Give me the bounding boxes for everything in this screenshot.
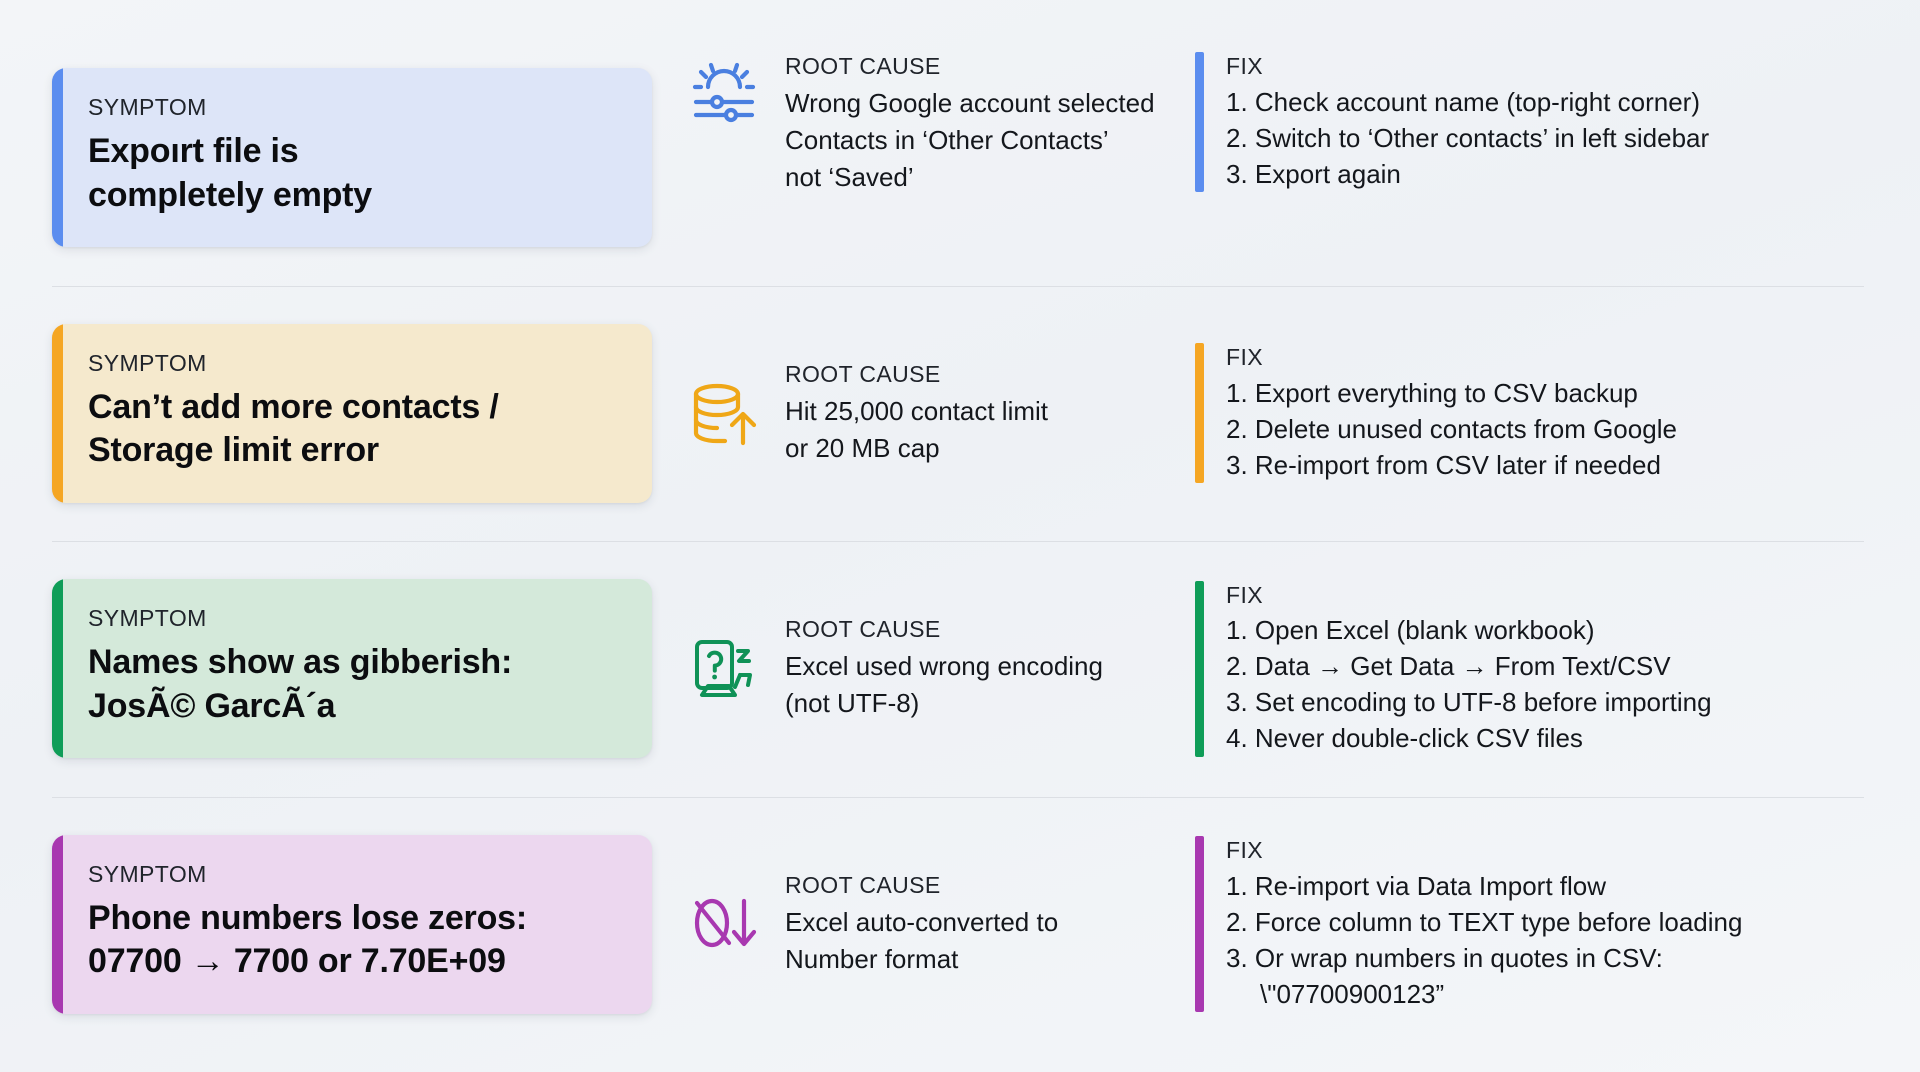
root-cause-line: not ‘Saved’ (785, 161, 914, 192)
symptom-column: SYMPTOM Phone numbers lose zeros: 07700 … (52, 797, 657, 1053)
symptom-card: SYMPTOM Phone numbers lose zeros: 07700 … (52, 834, 652, 1014)
symptom-card: SYMPTOM Expoırt file is completely empty (52, 68, 652, 248)
symptom-title-line: Expoırt file is (88, 132, 299, 171)
symptom-title-line: Can’t add more contacts / (88, 387, 499, 426)
root-cause-column: ROOT CAUSE Excel used wrong encoding (no… (657, 541, 1177, 797)
root-cause-line: (not UTF-8) (785, 688, 920, 719)
list-item: 3. Re-import from CSV later if needed (1226, 449, 1661, 480)
list-item: 1. Re-import via Data Import flow (1226, 870, 1607, 901)
symptom-label: SYMPTOM (88, 94, 207, 121)
symptom-title-line: completely empty (88, 175, 373, 214)
root-cause-line: Hit 25,000 contact limit (785, 395, 1049, 426)
root-cause-line: Number format (785, 943, 959, 974)
database-upload-icon (685, 374, 763, 452)
root-cause-text: ROOT CAUSE Hit 25,000 contact limit or 2… (785, 360, 1165, 467)
fix-label: FIX (1226, 837, 1263, 864)
symptom-title: Names show as gibberish: JosÃ© GarcÃ´a (88, 641, 622, 728)
fix-column: FIX 1. Open Excel (blank workbook) 2. Da… (1177, 541, 1874, 797)
symptom-label: SYMPTOM (88, 349, 207, 376)
root-cause-text: ROOT CAUSE Excel used wrong encoding (no… (785, 615, 1165, 722)
list-item: 3. Set encoding to UTF-8 before importin… (1226, 687, 1712, 718)
root-cause-body: Wrong Google account selected Contacts i… (785, 85, 1165, 196)
fix-list: 1. Check account name (top-right corner)… (1226, 85, 1874, 193)
fix-column: FIX 1. Check account name (top-right cor… (1177, 30, 1874, 286)
table-row: SYMPTOM Phone numbers lose zeros: 07700 … (52, 796, 1874, 1053)
list-item: 1. Open Excel (blank workbook) (1226, 615, 1595, 646)
fix-column: FIX 1. Export everything to CSV backup 2… (1177, 286, 1874, 542)
csv-quote-example: \"07700900123” (1260, 978, 1445, 1009)
root-cause-body: Excel used wrong encoding (not UTF-8) (785, 648, 1165, 722)
root-cause-text: ROOT CAUSE Excel auto-converted to Numbe… (785, 871, 1165, 978)
fix-label: FIX (1226, 581, 1263, 608)
fix-list: 1. Re-import via Data Import flow 2. For… (1226, 869, 1874, 1013)
root-cause-line: Excel auto-converted to (785, 906, 1059, 937)
fix-column: FIX 1. Re-import via Data Import flow 2.… (1177, 797, 1874, 1053)
unknown-glyph-icon (685, 630, 763, 708)
list-item: 2. Switch to ‘Other contacts’ in left si… (1226, 122, 1710, 153)
table-row: SYMPTOM Can’t add more contacts / Storag… (52, 285, 1874, 542)
root-cause-column: ROOT CAUSE Excel auto-converted to Numbe… (657, 797, 1177, 1053)
root-cause-body: Hit 25,000 contact limit or 20 MB cap (785, 393, 1165, 467)
symptom-column: SYMPTOM Can’t add more contacts / Storag… (52, 286, 657, 542)
list-item: 2. Delete unused contacts from Google (1226, 413, 1677, 444)
symptom-column: SYMPTOM Expoırt file is completely empty (52, 30, 657, 286)
card-accent-bar (52, 323, 63, 503)
root-cause-column: ROOT CAUSE Hit 25,000 contact limit or 2… (657, 286, 1177, 542)
root-cause-line: Contacts in ‘Other Contacts’ (785, 124, 1109, 155)
symptom-title-line: Names show as gibberish: (88, 643, 513, 682)
fix-label: FIX (1226, 53, 1263, 79)
symptom-label: SYMPTOM (88, 860, 207, 887)
card-accent-bar (52, 579, 63, 759)
root-cause-label: ROOT CAUSE (785, 53, 941, 79)
fix-accent-bar (1195, 836, 1204, 1013)
table-row: SYMPTOM Expoırt file is completely empty (52, 30, 1874, 286)
fix-list: 1. Open Excel (blank workbook) 2. Data →… (1226, 613, 1874, 757)
list-item: 1. Check account name (top-right corner) (1226, 86, 1700, 117)
list-item: 4. Never double-click CSV files (1226, 723, 1583, 753)
root-cause-label: ROOT CAUSE (785, 360, 941, 387)
card-accent-bar (52, 68, 63, 248)
symptom-title: Phone numbers lose zeros: 07700 → 7700 o… (88, 897, 622, 984)
fix-list: 1. Export everything to CSV backup 2. De… (1226, 376, 1874, 484)
zero-stripped-arrow-icon (685, 885, 763, 963)
symptom-title: Can’t add more contacts / Storage limit … (88, 386, 622, 473)
root-cause-body: Excel auto-converted to Number format (785, 904, 1165, 978)
fix-accent-bar (1195, 52, 1204, 193)
root-cause-label: ROOT CAUSE (785, 616, 941, 643)
table-row: SYMPTOM Names show as gibberish: JosÃ© G… (52, 541, 1874, 797)
fix-label: FIX (1226, 344, 1263, 371)
list-item: 2. Force column to TEXT type before load… (1226, 906, 1743, 937)
symptom-label: SYMPTOM (88, 605, 207, 632)
root-cause-line: Excel used wrong encoding (785, 651, 1103, 682)
fix-accent-bar (1195, 580, 1204, 757)
list-item: 3. Or wrap numbers in quotes in CSV: (1226, 942, 1663, 973)
list-item: 1. Export everything to CSV backup (1226, 377, 1638, 408)
list-item: 3. Export again (1226, 158, 1401, 189)
symptom-column: SYMPTOM Names show as gibberish: JosÃ© G… (52, 541, 657, 797)
symptom-title-line: JosÃ© GarcÃ´a (88, 686, 336, 725)
symptom-card: SYMPTOM Can’t add more contacts / Storag… (52, 323, 652, 503)
symptom-title-line: 07700 → 7700 or 7.70E+09 (88, 942, 506, 981)
root-cause-column: ROOT CAUSE Wrong Google account selected… (657, 30, 1177, 286)
symptom-card: SYMPTOM Names show as gibberish: JosÃ© G… (52, 579, 652, 759)
settings-sliders-icon (685, 52, 763, 130)
root-cause-label: ROOT CAUSE (785, 871, 941, 898)
card-accent-bar (52, 834, 63, 1014)
symptom-title: Expoırt file is completely empty (88, 130, 622, 217)
root-cause-line: or 20 MB cap (785, 432, 940, 463)
list-item-continuation: \"07700900123” (1226, 977, 1874, 1013)
fix-accent-bar (1195, 343, 1204, 484)
root-cause-line: Wrong Google account selected (785, 87, 1155, 118)
symptom-title-line: Storage limit error (88, 431, 379, 470)
root-cause-text: ROOT CAUSE Wrong Google account selected… (785, 52, 1165, 195)
symptom-title-line: Phone numbers lose zeros: (88, 898, 527, 937)
list-item: 2. Data → Get Data → From Text/CSV (1226, 651, 1671, 682)
